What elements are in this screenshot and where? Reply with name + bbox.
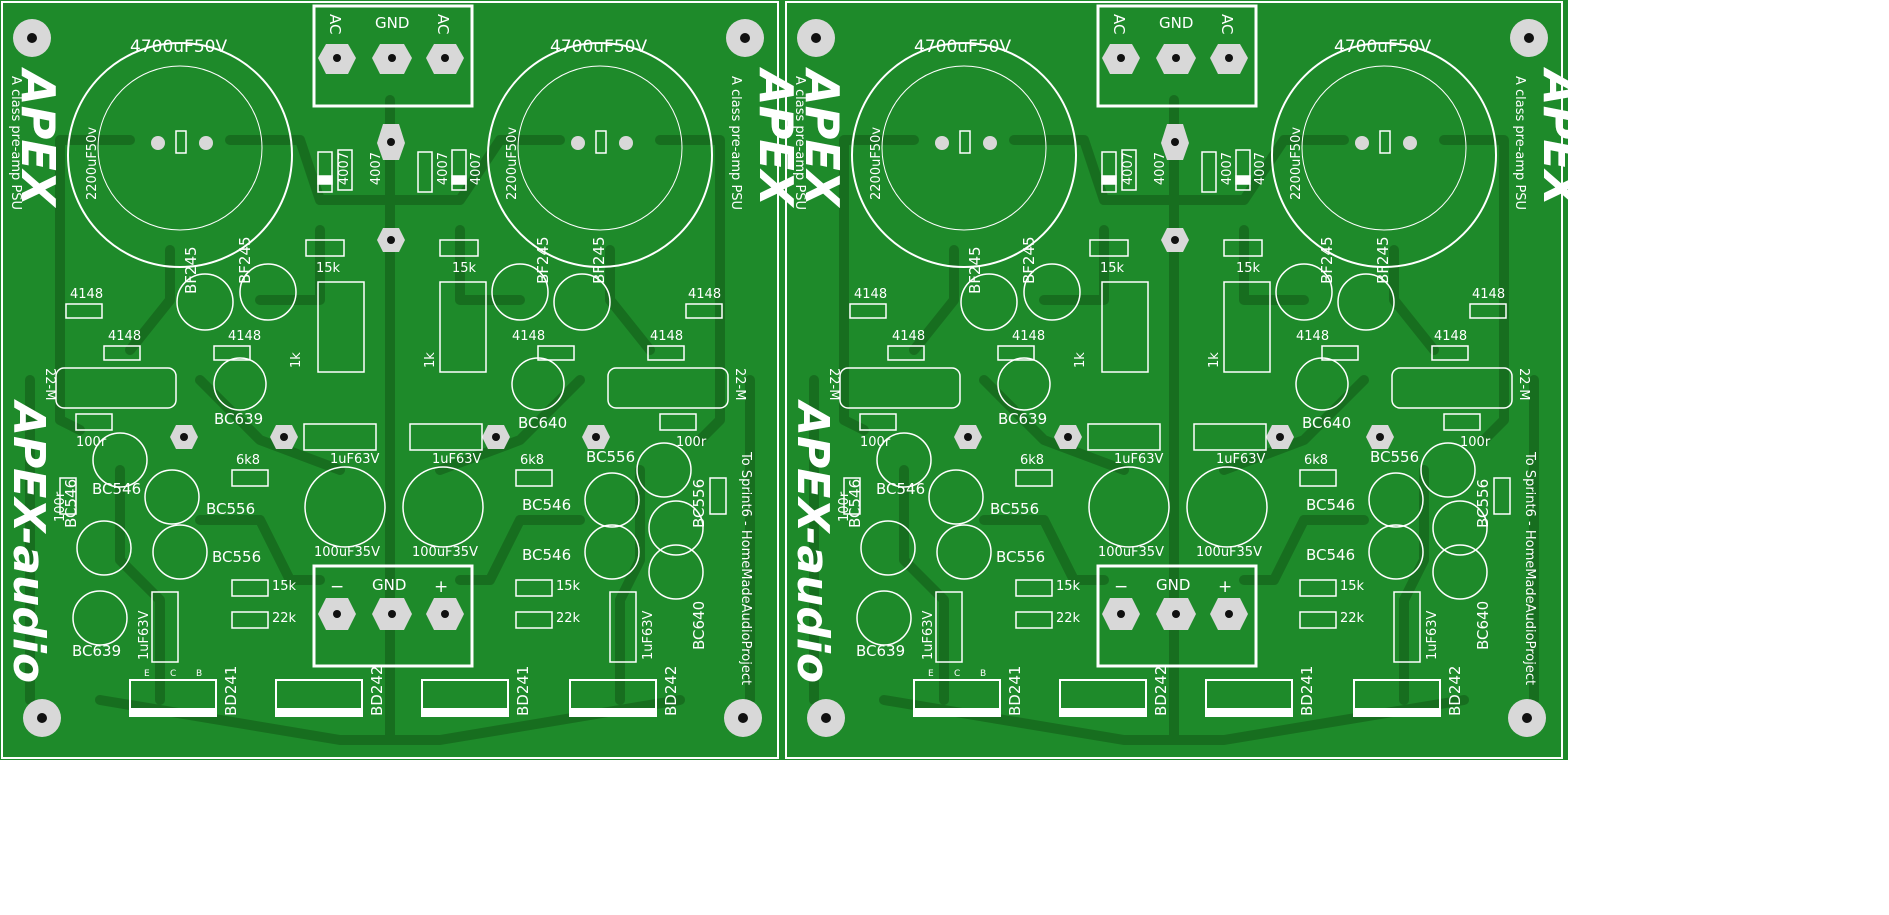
- q-bc546-3: BC546: [522, 546, 571, 564]
- pot-1k-right: 1k: [423, 352, 438, 368]
- q-bd241-2: BD241: [514, 666, 532, 716]
- pcb-background: [0, 0, 1568, 760]
- res-100r-right: 100r: [676, 435, 707, 450]
- q-bc639-1: BC639: [214, 410, 263, 428]
- cap-4700-right-label: 4700uF50V: [550, 37, 647, 57]
- brand-apex-logo: APEX: [11, 67, 65, 209]
- q-bf245-2: BF245: [236, 236, 254, 284]
- q-bf245-1: BF245: [182, 246, 200, 294]
- cap-1uf-3: 1uF63V: [137, 610, 152, 660]
- bd241-pin-b: B: [196, 669, 202, 679]
- film-capacitors: [151, 423, 637, 663]
- res-15k-left: 15k: [316, 261, 341, 276]
- res-100r-left: 100r: [76, 435, 107, 450]
- q-bc556-2: BC556: [212, 548, 261, 566]
- diode-4007-2: 4007: [369, 152, 384, 185]
- diode-4148-5: 4148: [650, 329, 683, 344]
- gnd-top-label: GND: [375, 14, 409, 32]
- res-15k-right: 15k: [452, 261, 477, 276]
- diode-4148-3: 4148: [228, 329, 261, 344]
- signal-diodes: [65, 303, 723, 361]
- pcb-render-canvas: 4700uF50V 4700uF50V 2200uF50v 2200uF50v …: [0, 0, 1568, 760]
- res-6k8-left: 6k8: [236, 453, 260, 468]
- power-transistors: [129, 679, 657, 717]
- transistor-outlines: [72, 263, 704, 646]
- q-bd241-1: BD241: [222, 666, 240, 716]
- q-bc640-1: BC640: [518, 414, 567, 432]
- brand-apex-audio: APEX-audio: [3, 399, 54, 683]
- subtitle-right: A class pre-amp PSU: [728, 76, 743, 210]
- diode-4148-2: 4148: [108, 329, 141, 344]
- res-15k-lower-left: 15k: [272, 579, 297, 594]
- bd241-pin-c: C: [170, 669, 176, 679]
- pcb-board: 4700uF50V 4700uF50V 2200uF50v 2200uF50v …: [1, 1, 803, 759]
- q-bc546-1: BC546: [92, 480, 141, 498]
- q-bc556-3: BC556: [586, 448, 635, 466]
- diode-4007-1: 4007: [337, 152, 352, 185]
- q-bc639-2: BC639: [72, 642, 121, 660]
- q-bf245-4: BF245: [590, 236, 608, 284]
- q-bf245-3: BF245: [534, 236, 552, 284]
- ac-right-label: AC: [434, 14, 452, 34]
- output-terminal-block: [312, 564, 474, 668]
- pot-1k-left: 1k: [289, 352, 304, 368]
- q-bc546-4: BC546: [62, 479, 80, 528]
- ac-terminal-block: [312, 4, 474, 108]
- board-outline: [1, 1, 779, 759]
- res-15k-lower-right: 15k: [556, 579, 581, 594]
- minus-label: −: [330, 577, 344, 597]
- q-bd242-1: BD242: [368, 666, 386, 716]
- diode-4148-4: 4148: [512, 329, 545, 344]
- diode-4007-3: 4007: [436, 152, 451, 185]
- bd241-pin-e: E: [144, 669, 150, 679]
- ac-left-label: AC: [326, 14, 344, 34]
- large-capacitors: [67, 42, 713, 268]
- gnd-bottom-label: GND: [372, 576, 406, 594]
- resistor-bodies: [55, 239, 729, 629]
- q-bc640-2: BC640: [690, 601, 708, 650]
- via-pads: [170, 124, 610, 449]
- cap-100uf-2: 100uF35V: [412, 545, 478, 560]
- res-6k8-right: 6k8: [520, 453, 544, 468]
- cap-1uf-1: 1uF63V: [330, 452, 380, 467]
- diode-4007-4: 4007: [469, 152, 484, 185]
- plus-label: +: [434, 577, 448, 597]
- diode-4148-1: 4148: [70, 287, 103, 302]
- mounting-holes: [13, 19, 764, 737]
- cap-1uf-2: 1uF63V: [432, 452, 482, 467]
- res-22k-left: 22k: [272, 611, 297, 626]
- cap-2200-right-label: 2200uF50v: [505, 127, 520, 200]
- q-bd242-2: BD242: [662, 666, 680, 716]
- q-bc556-4: BC556: [690, 479, 708, 528]
- res-100r-vertical-left: 100r: [53, 491, 68, 522]
- cap-2200-left-label: 2200uF50v: [85, 127, 100, 200]
- diode-4148-6: 4148: [688, 287, 721, 302]
- res-22k-right: 22k: [556, 611, 581, 626]
- q-bc546-2: BC546: [522, 496, 571, 514]
- subtitle-left: A class pre-amp PSU: [8, 76, 23, 210]
- res-22m-right: 22-M: [732, 368, 747, 400]
- rectifier-diodes: [317, 149, 467, 193]
- cap-100uf-1: 100uF35V: [314, 545, 380, 560]
- side-note-label: To Sprint6 - HomeMadeAudioProject: [738, 451, 753, 685]
- pcb-layout-svg: 4700uF50V 4700uF50V 2200uF50v 2200uF50v …: [0, 0, 1568, 760]
- res-22m-left: 22-M: [42, 368, 57, 400]
- q-bc556-1: BC556: [206, 500, 255, 518]
- cap-1uf-4: 1uF63V: [641, 610, 656, 660]
- cap-4700-left-label: 4700uF50V: [130, 37, 227, 57]
